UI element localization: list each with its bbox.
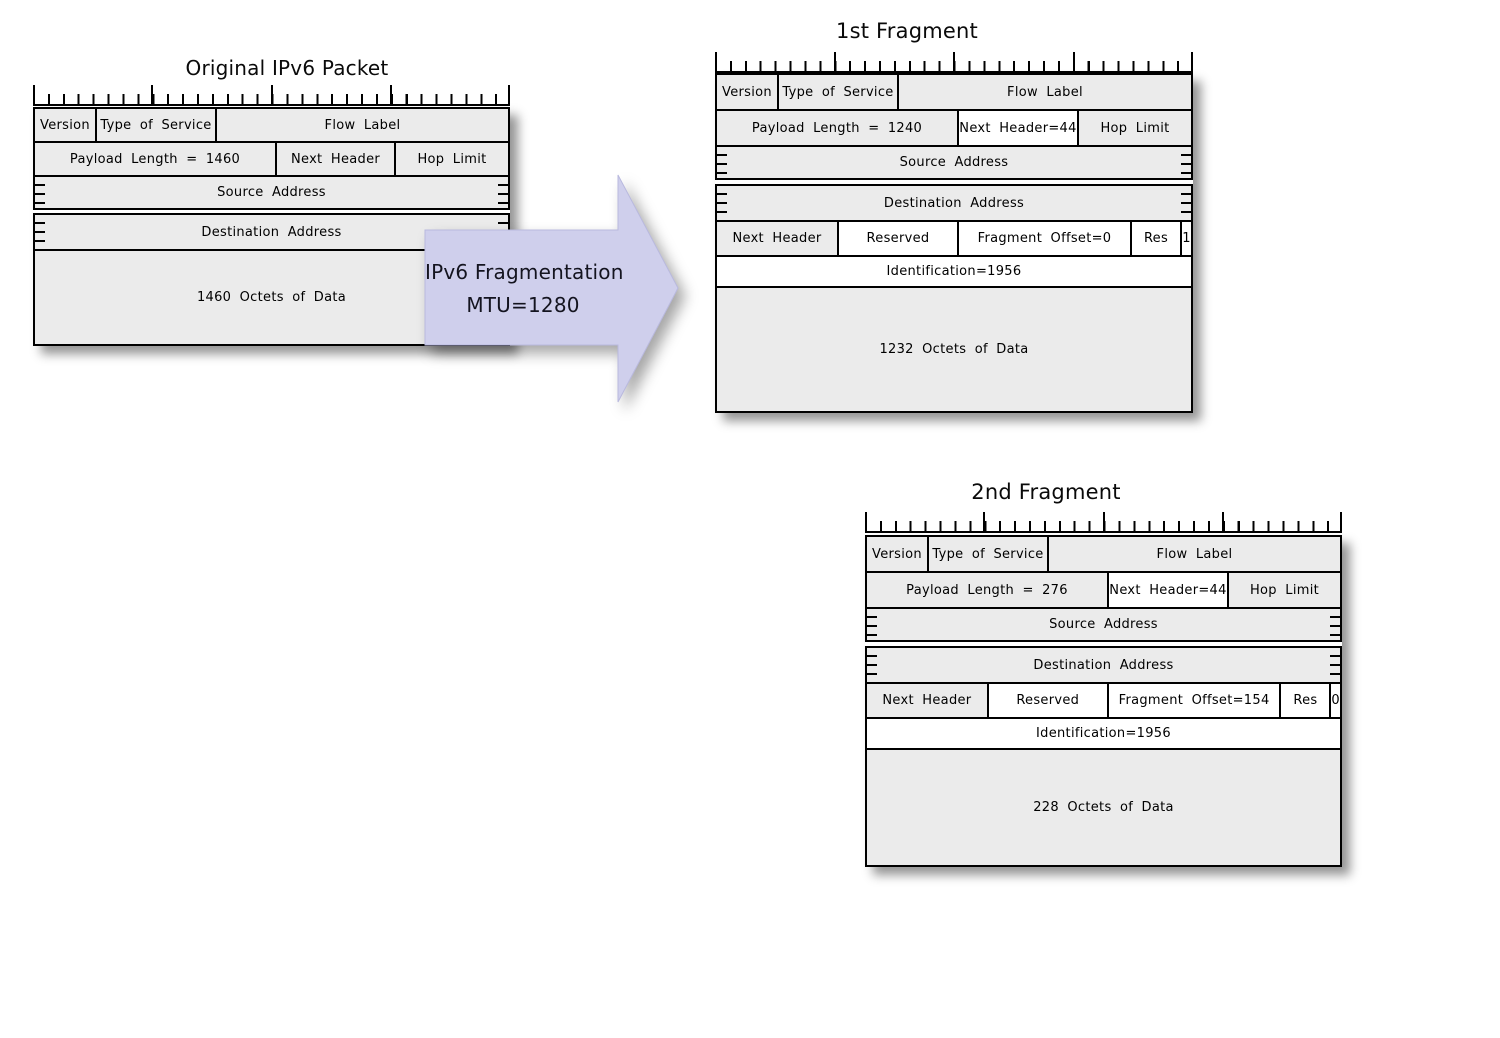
ruler-major-tick bbox=[983, 512, 986, 531]
destination-address-row: Destination Address bbox=[865, 646, 1342, 684]
continuation-ticks bbox=[1330, 616, 1340, 636]
header-row-2: Payload Length = 1240 Next Header=44 Hop… bbox=[715, 109, 1193, 147]
source-address-row: Source Address bbox=[715, 145, 1193, 180]
field-data-payload: 228 Octets of Data bbox=[867, 750, 1340, 865]
field-res: Res bbox=[1279, 684, 1330, 717]
original-packet-table: Version Type of Service Flow Label Paylo… bbox=[33, 107, 510, 346]
fragment1-title: 1st Fragment bbox=[836, 19, 978, 43]
field-destination-address: Destination Address bbox=[717, 186, 1191, 220]
continuation-ticks bbox=[1181, 154, 1191, 174]
fragment2-title: 2nd Fragment bbox=[971, 480, 1121, 504]
source-address-row: Source Address bbox=[865, 607, 1342, 642]
arrow-shape bbox=[424, 174, 679, 403]
field-source-address: Source Address bbox=[867, 609, 1340, 640]
field-frag-next-header: Next Header bbox=[717, 222, 837, 255]
field-flow-label: Flow Label bbox=[215, 109, 508, 141]
fragment2-packet-table: Version Type of Service Flow Label Paylo… bbox=[865, 535, 1342, 867]
field-fragment-offset: Fragment Offset=0 bbox=[957, 222, 1130, 255]
field-source-address: Source Address bbox=[717, 147, 1191, 178]
arrow-label-line1: IPv6 Fragmentation bbox=[425, 260, 624, 284]
field-version: Version bbox=[867, 537, 927, 571]
ruler-major-tick bbox=[715, 52, 717, 71]
field-fragment-offset: Fragment Offset=154 bbox=[1106, 684, 1280, 717]
ruler-major-tick bbox=[1072, 52, 1075, 71]
field-identification: Identification=1956 bbox=[717, 257, 1191, 286]
field-type-of-service: Type of Service bbox=[927, 537, 1047, 571]
field-type-of-service: Type of Service bbox=[95, 109, 215, 141]
field-next-header: Next Header=44 bbox=[1107, 573, 1227, 607]
field-res: Res bbox=[1130, 222, 1180, 255]
fragment-header-row: Next Header Reserved Fragment Offset=154… bbox=[865, 682, 1342, 719]
fragment1-packet-table: Version Type of Service Flow Label Paylo… bbox=[715, 73, 1193, 413]
fragment2-bit-ruler bbox=[865, 511, 1342, 533]
continuation-ticks bbox=[717, 193, 727, 213]
continuation-ticks bbox=[717, 154, 727, 174]
ruler-major-tick bbox=[1221, 512, 1224, 531]
field-reserved: Reserved bbox=[837, 222, 957, 255]
continuation-ticks bbox=[867, 616, 877, 636]
ruler-major-tick bbox=[151, 85, 154, 104]
field-next-header: Next Header=44 bbox=[957, 111, 1077, 145]
header-row-1: Version Type of Service Flow Label bbox=[33, 107, 510, 143]
field-flow-label: Flow Label bbox=[897, 75, 1191, 109]
destination-address-row: Destination Address bbox=[715, 184, 1193, 222]
continuation-ticks bbox=[35, 222, 45, 242]
identification-row: Identification=1956 bbox=[715, 255, 1193, 288]
field-destination-address: Destination Address bbox=[867, 648, 1340, 682]
ruler-major-tick bbox=[865, 512, 867, 531]
field-identification: Identification=1956 bbox=[867, 719, 1340, 748]
ruler-major-tick bbox=[1340, 512, 1342, 531]
fragment-header-row: Next Header Reserved Fragment Offset=0 R… bbox=[715, 220, 1193, 257]
source-address-row: Source Address bbox=[33, 175, 510, 210]
field-frag-next-header: Next Header bbox=[867, 684, 987, 717]
field-payload-length: Payload Length = 1240 bbox=[717, 111, 957, 145]
header-row-2: Payload Length = 276 Next Header=44 Hop … bbox=[865, 571, 1342, 609]
field-hop-limit: Hop Limit bbox=[394, 143, 508, 175]
field-m-flag: 0 bbox=[1329, 684, 1340, 717]
ruler-major-tick bbox=[1102, 512, 1105, 531]
field-type-of-service: Type of Service bbox=[777, 75, 897, 109]
field-m-flag: 1 bbox=[1180, 222, 1191, 255]
identification-row: Identification=1956 bbox=[865, 717, 1342, 750]
ruler-major-tick bbox=[833, 52, 836, 71]
field-payload-length: Payload Length = 1460 bbox=[35, 143, 275, 175]
field-hop-limit: Hop Limit bbox=[1227, 573, 1340, 607]
fragment1-bit-ruler bbox=[715, 51, 1193, 73]
ruler-major-tick bbox=[953, 52, 955, 71]
continuation-ticks bbox=[35, 184, 45, 204]
field-data-payload: 1232 Octets of Data bbox=[717, 288, 1191, 411]
header-row-1: Version Type of Service Flow Label bbox=[865, 535, 1342, 573]
field-version: Version bbox=[35, 109, 95, 141]
continuation-ticks bbox=[1330, 655, 1340, 675]
ruler-major-tick bbox=[270, 85, 273, 104]
field-next-header: Next Header bbox=[275, 143, 394, 175]
continuation-ticks bbox=[867, 655, 877, 675]
original-bit-ruler bbox=[33, 84, 510, 106]
fragmentation-arrow-label: IPv6 Fragmentation MTU=1280 bbox=[425, 256, 624, 322]
field-hop-limit: Hop Limit bbox=[1077, 111, 1191, 145]
ruler-major-tick bbox=[33, 85, 35, 104]
ruler-major-tick bbox=[389, 85, 392, 104]
ruler-major-tick bbox=[508, 85, 510, 104]
field-reserved: Reserved bbox=[986, 684, 1107, 717]
continuation-ticks bbox=[1181, 193, 1191, 213]
arrow-label-line2: MTU=1280 bbox=[466, 293, 580, 317]
data-row: 1232 Octets of Data bbox=[715, 286, 1193, 413]
continuation-ticks bbox=[498, 184, 508, 204]
header-row-1: Version Type of Service Flow Label bbox=[715, 73, 1193, 111]
ruler-major-tick bbox=[1191, 52, 1193, 71]
field-payload-length: Payload Length = 276 bbox=[867, 573, 1107, 607]
field-version: Version bbox=[717, 75, 777, 109]
data-row: 228 Octets of Data bbox=[865, 748, 1342, 867]
fragmentation-arrow bbox=[424, 174, 679, 403]
field-source-address: Source Address bbox=[35, 177, 508, 208]
field-flow-label: Flow Label bbox=[1047, 537, 1340, 571]
original-packet-title: Original IPv6 Packet bbox=[185, 56, 389, 80]
